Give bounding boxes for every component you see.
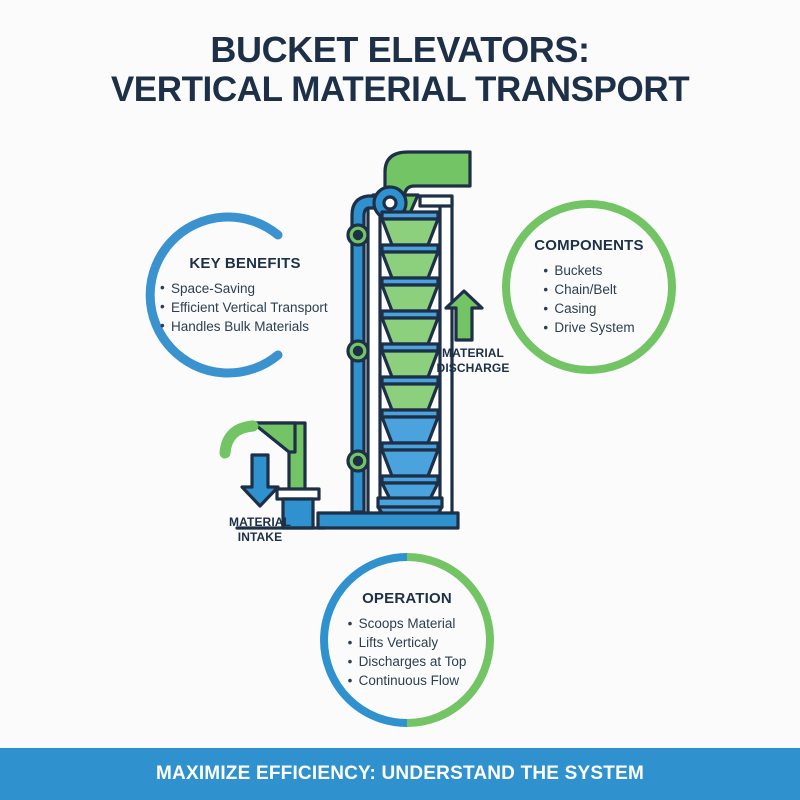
card-operation[interactable]: OPERATION Scoops Material Lifts Vertical… <box>318 551 496 729</box>
card-components[interactable]: COMPONENTS Buckets Chain/Belt Casing Dri… <box>500 198 678 376</box>
material-discharge-label: MATERIAL DISCHARGE <box>436 346 510 375</box>
feed-curve-arrow <box>219 420 259 459</box>
list-item: Buckets <box>543 261 634 280</box>
chain-roller-icon <box>346 339 370 363</box>
list-item: Efficient Vertical Transport <box>160 297 328 317</box>
chain-roller-icon <box>346 223 370 247</box>
list-item: Discharges at Top <box>348 652 467 671</box>
footer-text: MAXIMIZE EFFICIENCY: UNDERSTAND THE SYST… <box>156 763 644 784</box>
bucket-full <box>380 309 440 346</box>
benefits-list: Space-Saving Efficient Vertical Transpor… <box>160 278 328 336</box>
footer-banner: MAXIMIZE EFFICIENCY: UNDERSTAND THE SYST… <box>0 748 800 800</box>
base-plate <box>316 511 460 530</box>
bucket-full <box>380 243 440 280</box>
material-intake-label: MATERIAL INTAKE <box>229 515 291 544</box>
bucket-full <box>380 375 440 412</box>
operation-heading: OPERATION <box>362 590 452 607</box>
list-item: Space-Saving <box>160 278 328 298</box>
list-item: Handles Bulk Materials <box>160 316 328 336</box>
benefits-heading: KEY BENEFITS <box>189 254 301 272</box>
list-item: Casing <box>543 299 634 318</box>
bucket-empty <box>380 441 440 478</box>
title-line-2: VERTICAL MATERIAL TRANSPORT <box>110 70 690 109</box>
components-heading: COMPONENTS <box>534 237 644 254</box>
components-list: Buckets Chain/Belt Casing Drive System <box>543 261 634 337</box>
operation-list: Scoops Material Lifts Verticaly Discharg… <box>348 614 467 690</box>
material-intake-arrow-icon <box>240 453 280 508</box>
operation-ring-split <box>320 553 494 727</box>
card-key-benefits[interactable]: KEY BENEFITS Space-Saving Efficient Vert… <box>138 202 328 388</box>
material-discharge-arrow-icon <box>444 289 484 342</box>
bucket-full <box>380 276 440 313</box>
title-line-1: BUCKET ELEVATORS: <box>210 29 590 70</box>
bucket-full <box>380 210 440 247</box>
list-item: Drive System <box>543 318 634 337</box>
benefits-ring-arc <box>145 212 283 378</box>
components-ring-circle <box>502 200 676 374</box>
list-item: Lifts Verticaly <box>348 633 467 652</box>
list-item: Scoops Material <box>348 614 467 633</box>
list-item: Continuous Flow <box>348 671 467 690</box>
chain-roller-icon <box>346 449 370 473</box>
list-item: Chain/Belt <box>543 280 634 299</box>
chain-belt <box>350 194 382 514</box>
bucket-empty <box>380 408 440 445</box>
page-title: BUCKET ELEVATORS: VERTICAL MATERIAL TRAN… <box>0 30 800 110</box>
